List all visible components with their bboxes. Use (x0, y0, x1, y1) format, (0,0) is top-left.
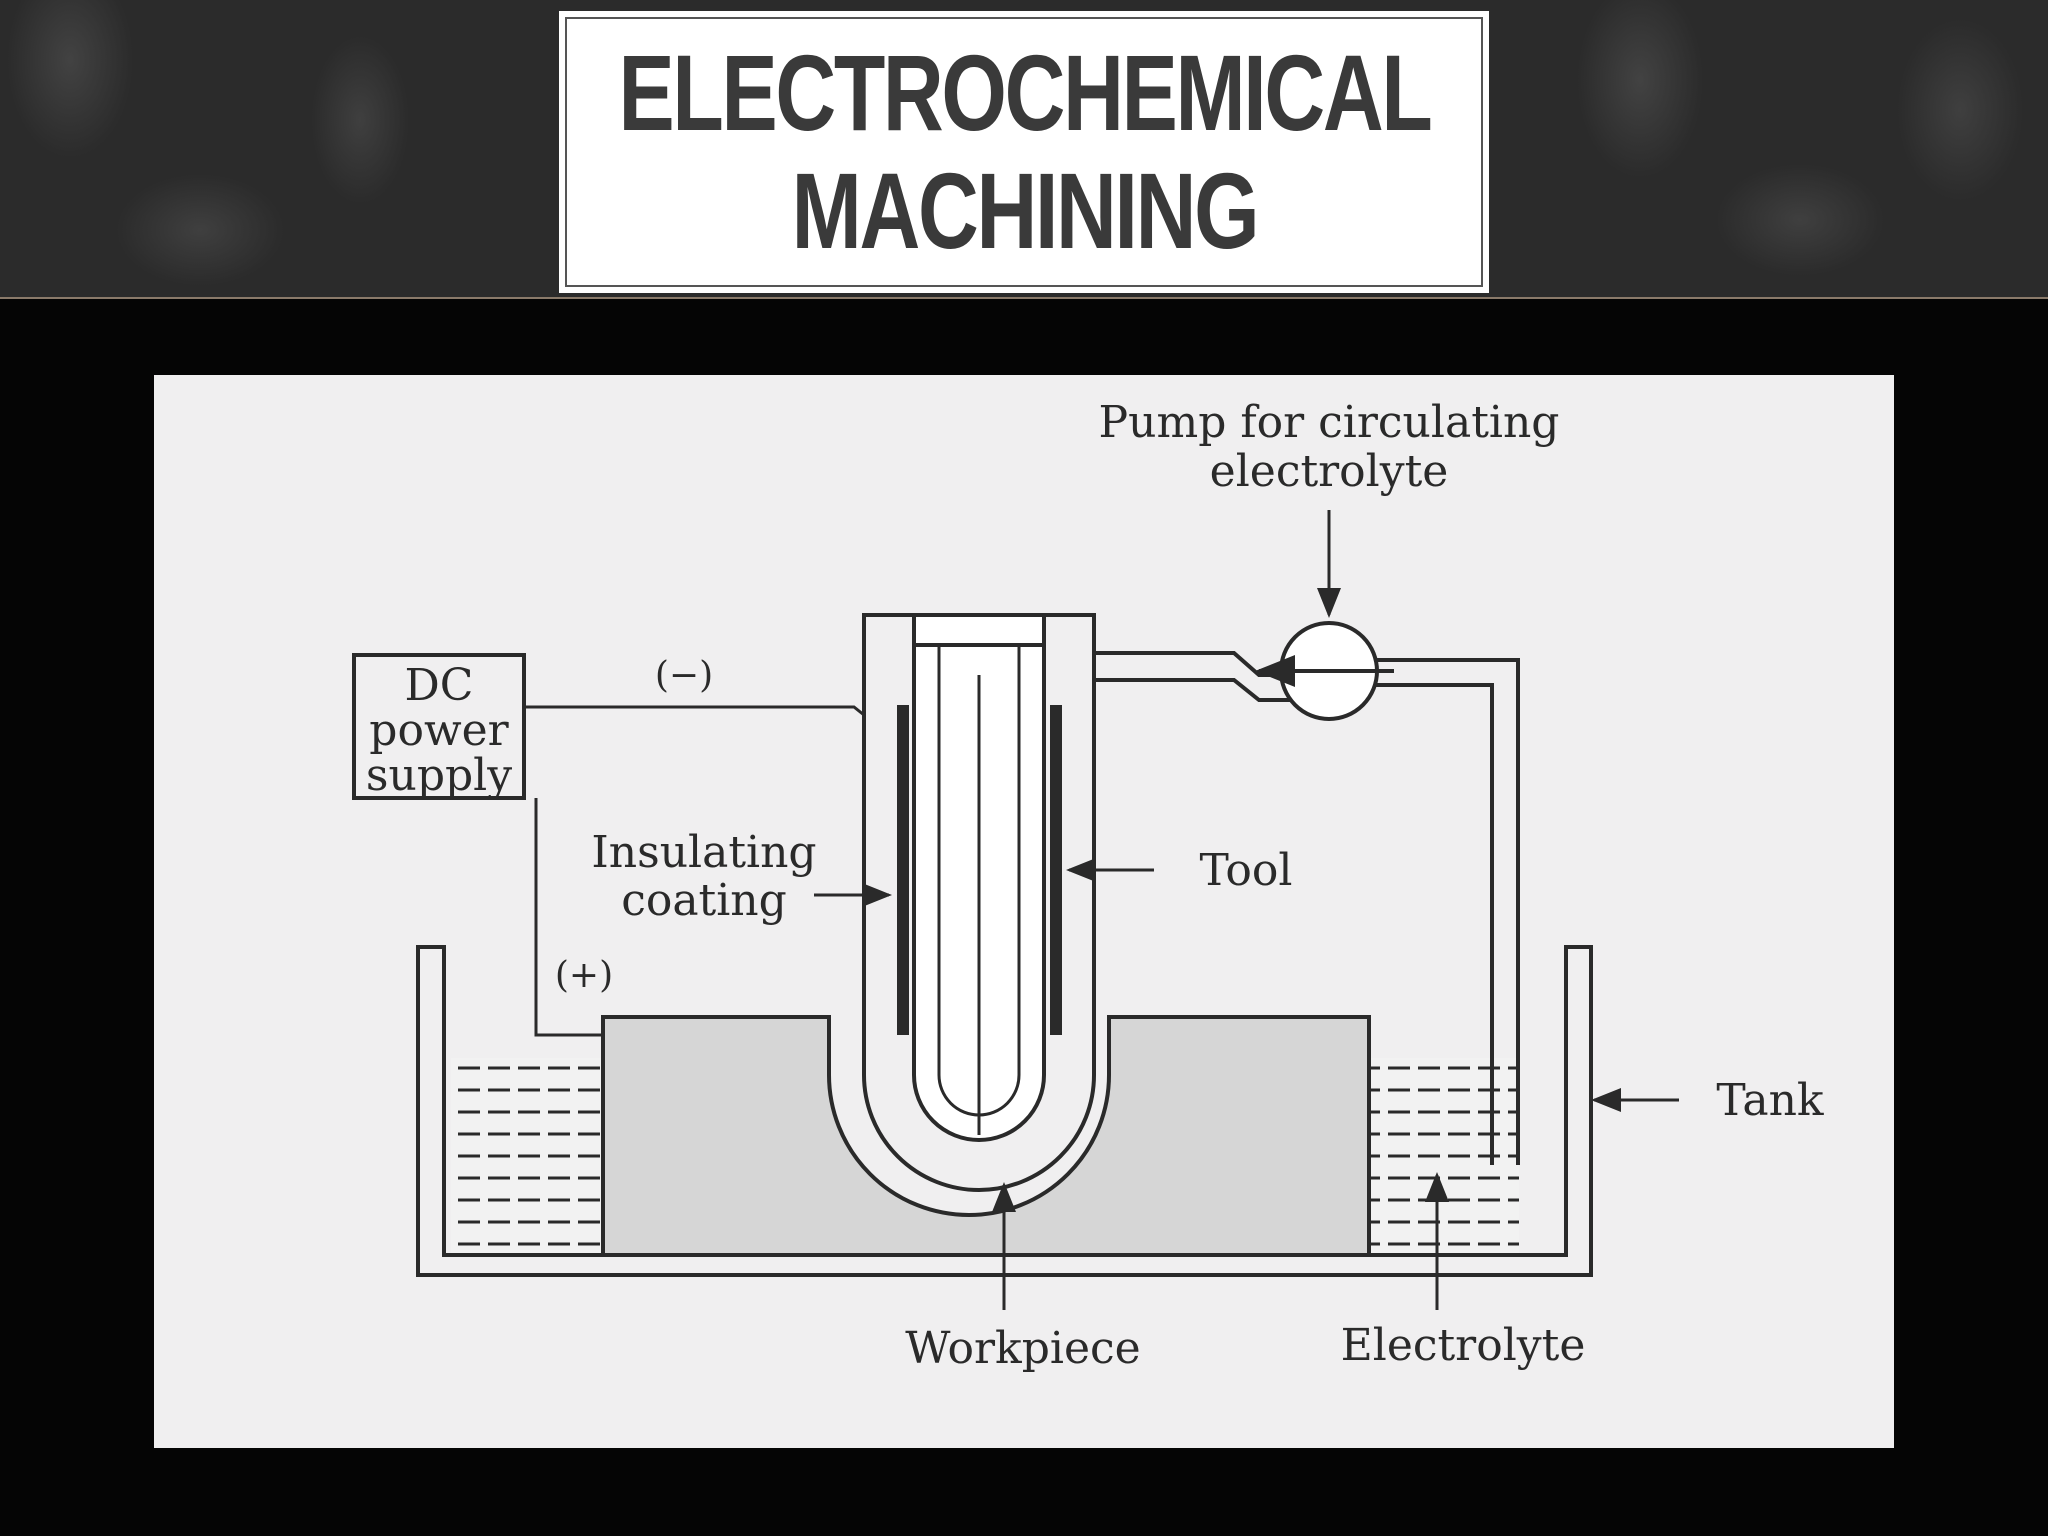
tool-casing (862, 613, 1096, 1192)
slide-title-line-1: ELECTROCHEMICAL (618, 32, 1432, 153)
label-negative: (−) (655, 655, 713, 696)
insulating-coating-right (1050, 705, 1062, 1035)
banner-divider (0, 297, 2048, 299)
label-pump-line-2: electrolyte (1210, 446, 1449, 497)
ecm-diagram: Pump for circulating electrolyte DC powe… (154, 375, 1894, 1448)
dc-power-supply (352, 653, 526, 800)
negative-wire (524, 705, 865, 717)
slide-title-line-2: MACHINING (791, 150, 1259, 271)
slide-title: ELECTROCHEMICAL MACHINING (618, 32, 1432, 271)
label-tank: Tank (1716, 1075, 1824, 1126)
tank-outline (416, 945, 1593, 1277)
positive-wire (534, 798, 603, 1037)
electrolyte-left-dashes (451, 1058, 601, 1253)
insulating-coating-left (897, 705, 909, 1035)
label-insulating-line-2: coating (621, 875, 787, 926)
label-workpiece: Workpiece (905, 1323, 1140, 1374)
label-electrolyte: Electrolyte (1341, 1320, 1586, 1371)
workpiece (601, 1015, 1371, 1257)
label-tool: Tool (1200, 845, 1293, 896)
label-positive: (+) (555, 955, 613, 996)
label-insulating-line-1: Insulating (591, 827, 816, 878)
title-box: ELECTROCHEMICAL MACHINING (556, 8, 1492, 296)
label-dc-line-2: power (369, 705, 509, 756)
label-dc-line-1: DC (405, 660, 474, 711)
label-dc-line-3: supply (366, 750, 512, 801)
tool-head (912, 613, 1046, 647)
label-pump-line-1: Pump for circulating (1099, 397, 1560, 448)
electrolyte-right-dashes (1369, 1058, 1519, 1253)
